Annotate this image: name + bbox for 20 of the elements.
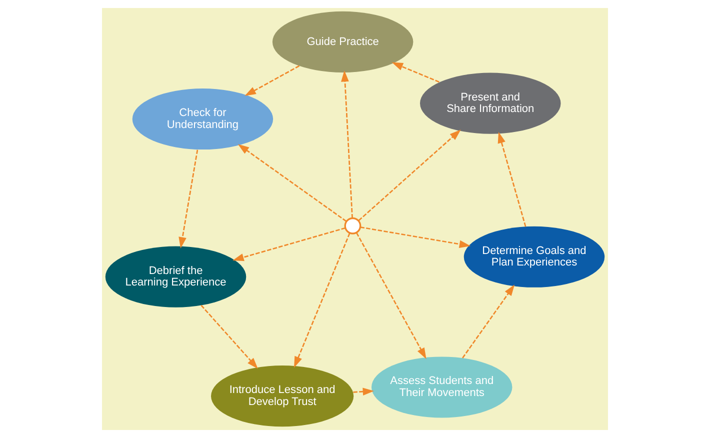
arrow	[358, 130, 461, 222]
arrow	[232, 227, 346, 262]
arrow	[244, 65, 300, 96]
arrow	[498, 132, 526, 227]
node-ellipse: Introduce Lesson and Develop Trust	[211, 366, 354, 427]
arrow	[392, 62, 440, 83]
arrow	[178, 150, 198, 248]
arrow	[360, 226, 471, 248]
arrow	[341, 70, 353, 218]
node-ellipse: Assess Students and Their Movements	[371, 356, 512, 418]
node-circle	[344, 217, 362, 234]
arrow	[462, 284, 515, 358]
arrow	[200, 304, 258, 369]
arrow	[353, 388, 374, 396]
arrow	[356, 232, 426, 360]
node-ellipse: Determine Goals and Plan Experiences	[464, 226, 605, 288]
arrow	[238, 144, 347, 222]
node-ellipse: Check for Understanding	[132, 88, 274, 150]
node-ellipse: Present and Share Information	[420, 72, 561, 134]
arrow	[294, 232, 350, 368]
